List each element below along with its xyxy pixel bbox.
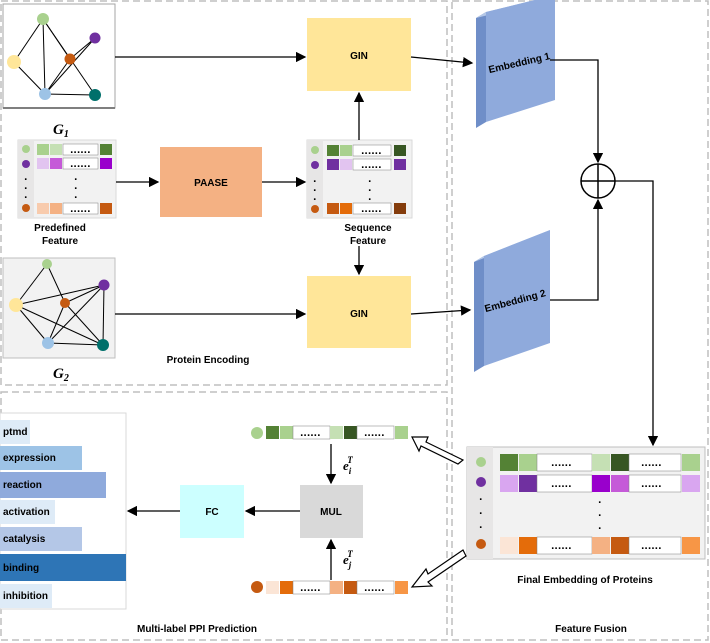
bar-reaction: [0, 472, 106, 498]
svg-text:.: .: [313, 193, 316, 203]
g1-node-green: [37, 13, 49, 25]
svg-text:......: ......: [364, 584, 385, 594]
g1-node-yellow: [7, 55, 21, 69]
svg-text:......: ......: [300, 429, 321, 439]
svg-text:.: .: [74, 191, 77, 201]
svg-text:......: ......: [551, 542, 572, 552]
multi-label-panel: [0, 391, 448, 641]
svg-text:.: .: [313, 175, 316, 185]
svg-text:......: ......: [364, 429, 385, 439]
embedding-1-block: [476, 0, 555, 128]
g1-node-purple: [89, 32, 101, 44]
ei-vector: ...... ......: [251, 425, 408, 440]
gin-bottom-label: GIN: [350, 309, 368, 320]
g1-node-blue: [39, 88, 51, 100]
protein-encoding-panel: [0, 0, 448, 386]
g1-node-orange: [64, 53, 76, 65]
svg-text:......: ......: [361, 205, 382, 215]
hollow-arrow-ej: [410, 549, 467, 588]
protein-encoding-title: Protein Encoding: [167, 355, 250, 366]
prediction-panel: ptmd expression reaction activation cata…: [0, 412, 127, 610]
embedding-2-block: [474, 230, 550, 372]
bar-catalysis: [0, 527, 82, 551]
bar-label: reaction: [3, 480, 42, 491]
sequence-feature-label-2: Feature: [350, 236, 387, 247]
svg-text:......: ......: [641, 459, 662, 469]
g2-node-yellow: [9, 298, 23, 312]
g1-label: G1: [53, 122, 69, 140]
svg-text:.: .: [24, 191, 27, 201]
bar-label: ptmd: [3, 427, 27, 438]
svg-text:.: .: [479, 493, 482, 503]
fc-block: [180, 485, 244, 538]
svg-text:......: ......: [641, 542, 662, 552]
svg-text:.: .: [24, 182, 27, 192]
svg-text:.: .: [74, 173, 77, 183]
final-embedding-label: Final Embedding of Proteins: [517, 575, 653, 586]
bar-label: activation: [3, 507, 50, 518]
svg-text:......: ......: [361, 147, 382, 157]
predefined-feature-label-2: Feature: [42, 236, 79, 247]
ei-label: eiT: [343, 455, 353, 476]
svg-text:.: .: [598, 522, 601, 532]
bar-inhibition: [0, 584, 52, 608]
svg-text:.: .: [479, 507, 482, 517]
paase-block: [160, 147, 262, 217]
bar-ptmd: [0, 420, 30, 444]
bar-label: binding: [3, 563, 39, 574]
svg-text:.: .: [313, 184, 316, 194]
ej-label: ejT: [343, 549, 353, 570]
bar-binding: [0, 554, 126, 581]
sequence-feature-label: Sequence: [344, 223, 392, 234]
feature-fusion-title: Feature Fusion: [555, 624, 627, 635]
g2-node-purple: [98, 279, 110, 291]
graph-g1: [2, 3, 116, 109]
feature-fusion-panel: [451, 0, 709, 641]
g2-node-teal: [97, 339, 109, 351]
predefined-feature-label: Predefined: [34, 223, 86, 234]
bar-activation: [0, 500, 55, 524]
svg-text:.: .: [368, 184, 371, 194]
bar-label: catalysis: [3, 534, 46, 545]
final-embedding-matrix: ...... ...... ...... ...... ...... .....…: [466, 446, 706, 560]
fc-label: FC: [205, 507, 218, 518]
svg-text:......: ......: [551, 459, 572, 469]
svg-text:.: .: [74, 182, 77, 192]
predefined-feature-matrix: ...... ...... ...... . . . . . .: [17, 139, 117, 219]
mul-block: [300, 485, 363, 538]
fusion-plus-icon: [580, 163, 616, 199]
gin-top-block: [307, 18, 411, 91]
arrows: [115, 51, 659, 580]
g2-node-green: [42, 259, 52, 269]
svg-text:......: ......: [641, 480, 662, 490]
multi-label-title: Multi-label PPI Prediction: [137, 624, 257, 635]
svg-text:.: .: [24, 173, 27, 183]
svg-text:......: ......: [70, 160, 91, 170]
bar-label: inhibition: [3, 591, 48, 602]
sequence-feature-matrix: ...... ...... ...... . . . . . .: [306, 139, 413, 219]
svg-text:.: .: [598, 509, 601, 519]
ej-vector: ...... ......: [251, 580, 408, 595]
hollow-arrow-ei: [411, 436, 465, 465]
bar-expression: [0, 446, 82, 470]
svg-text:......: ......: [300, 584, 321, 594]
svg-text:.: .: [479, 521, 482, 531]
graph-g2: [2, 257, 116, 359]
paase-label: PAASE: [194, 178, 228, 189]
svg-text:......: ......: [70, 205, 91, 215]
mul-label: MUL: [320, 507, 342, 518]
g2-node-blue: [42, 337, 54, 349]
bar-label: expression: [3, 453, 56, 464]
svg-text:......: ......: [70, 146, 91, 156]
svg-text:.: .: [368, 193, 371, 203]
gin-top-label: GIN: [350, 51, 368, 62]
svg-text:.: .: [368, 175, 371, 185]
svg-text:......: ......: [361, 161, 382, 171]
svg-text:......: ......: [551, 480, 572, 490]
g2-label: G2: [53, 366, 69, 384]
g1-node-teal: [89, 89, 101, 101]
g2-node-orange: [60, 298, 70, 308]
gin-bottom-block: [307, 276, 411, 348]
svg-text:.: .: [598, 496, 601, 506]
